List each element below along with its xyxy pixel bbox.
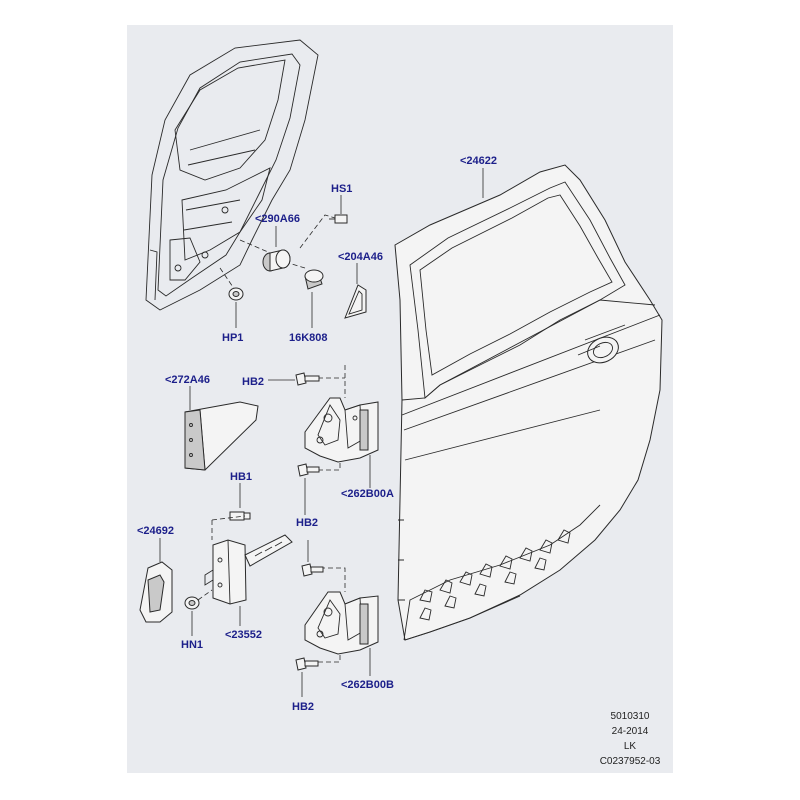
callout-bolt-hb1: HB1	[230, 471, 252, 483]
callout-bolt-hb2-mid: HB2	[296, 517, 318, 529]
inner-door-frame	[145, 39, 319, 311]
bolt-hb2-lower-upper-part	[301, 563, 324, 577]
nut-hn1-part	[184, 589, 213, 610]
lower-hinge-part	[304, 591, 379, 655]
screw-hs1-part	[329, 214, 348, 224]
callout-trim-cap: <204A46	[338, 251, 383, 263]
callout-bolt-hb2-upper: HB2	[242, 376, 264, 388]
callout-door-shell: <24622	[460, 155, 497, 167]
callout-bolt-hb2-lower: HB2	[292, 701, 314, 713]
callout-upper-hinge: <262B00A	[341, 488, 394, 500]
outer-door-shell	[394, 164, 663, 641]
callout-check-strap: <23552	[225, 629, 262, 641]
bolt-hb2-lower-part	[295, 657, 319, 671]
footer-date: 24-2014	[612, 726, 649, 737]
upper-hinge-part	[304, 397, 379, 463]
bolt-hb1-part	[229, 511, 251, 521]
callout-screw-hs1: HS1	[331, 183, 352, 195]
callout-nut-hn1: HN1	[181, 639, 203, 651]
callout-lower-hinge: <262B00B	[341, 679, 394, 691]
bolt-hb2-upper-part	[295, 372, 320, 386]
callout-check-strap-seal: <24692	[137, 525, 174, 537]
check-strap-part	[204, 515, 293, 605]
footer-initials: LK	[624, 741, 637, 752]
footer-drawing-code: C0237952-03	[600, 756, 661, 767]
check-strap-seal-part	[139, 561, 173, 623]
callout-plug-hp1: HP1	[222, 332, 243, 344]
footer-ref-number: 5010310	[611, 711, 650, 722]
callout-bracket: <272A46	[165, 374, 210, 386]
callout-hinge-cover: <290A66	[255, 213, 300, 225]
bracket-part	[184, 401, 259, 471]
plug-hp1-part	[228, 287, 244, 301]
bolt-hb2-mid-part	[297, 463, 320, 477]
hinge-cover-part	[262, 249, 291, 272]
callout-grommet: 16K808	[289, 332, 328, 344]
trim-cap-part	[344, 284, 367, 319]
grommet-part	[304, 269, 324, 290]
